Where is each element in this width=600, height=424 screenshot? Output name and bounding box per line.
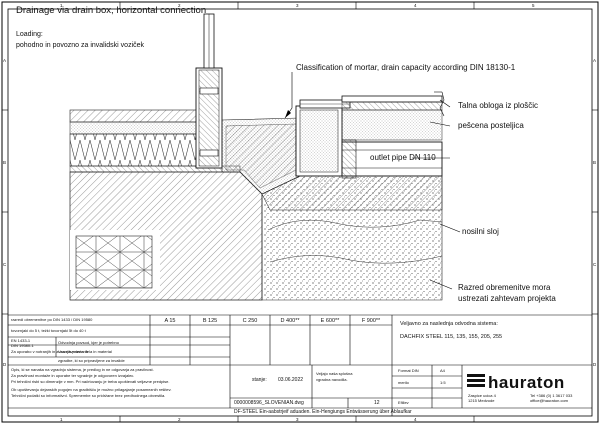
dwg-name: 0000008596_SLOVENIAN.dwg (234, 400, 304, 406)
callout-classification: Classification of mortar, drain capacity… (296, 63, 516, 72)
tb-left-r2a: EN 1433-1 (11, 338, 31, 343)
drawing-title: Drainage via drain box, horizontal conne… (16, 5, 207, 16)
class-c250: C 250 (242, 318, 258, 324)
company-address-2: 1215 Medvode (468, 398, 495, 403)
tb-note-5: Tehnični podatki so informativni. Spreme… (11, 393, 166, 398)
scale-label: merilo (398, 380, 409, 385)
class-e600: E 600** (320, 318, 340, 324)
callout-sand-bed: pešcena posteljica (458, 121, 524, 130)
grid-letter-right-c: C (593, 262, 597, 267)
grid-number-bottom-3: 3 (296, 417, 299, 422)
standards-row: razredi obremenitve po DIN 1433 / DIN 19… (11, 317, 93, 322)
grid-letter-left-c: C (3, 262, 7, 267)
tb-left-r3b: Vsa navedena dela in material (58, 349, 112, 354)
date-label: stanje: (252, 377, 267, 383)
company-email: office@hauraton.com (530, 398, 569, 403)
grid-letter-left-d: D (3, 362, 7, 367)
grid-number-top-1: 1 (60, 3, 63, 8)
tb-left-r1: tovornjaki do 5 t, težki tovornjaki 5t d… (11, 328, 86, 333)
format-value: A4 (440, 368, 445, 373)
loading-value: pohodno in povozno za invalidski voziček (16, 42, 145, 49)
hauraton-logo-icon (467, 374, 485, 387)
format-label: Format DIN (398, 368, 419, 373)
company-address-1: Zaspice ucica 4 (468, 393, 496, 398)
company-logo: hauraton (488, 373, 565, 392)
tb-left-r3a: Za uporabo v notranjih in zunanjih prost… (11, 349, 88, 354)
class-a15: A 15 (164, 318, 176, 324)
sheet-number: 12 (374, 400, 380, 406)
grid-number-bottom-4: 4 (414, 417, 417, 422)
callout-load-class-1: Razred obremenitve mora (458, 283, 551, 292)
callout-outlet: outlet pipe DN 110 (370, 153, 436, 162)
class-d400: D 400** (280, 318, 300, 324)
tb-note-2: Za pravilnost montaže in uporabe ter vgr… (11, 373, 135, 378)
callout-load-class-2: ustrezati zahtevam projekta (458, 294, 556, 303)
grid-number-top-2: 2 (178, 3, 181, 8)
valid-value: DACHFIX STEEL 115, 135, 155, 205, 255 (400, 334, 503, 340)
grid-letter-right-b: B (593, 160, 597, 165)
grid-letter-left-b: B (3, 160, 7, 165)
tb-note-4: Ob upoštevanju dejanskih pogojev na grad… (11, 387, 172, 392)
grid-number-bottom-2: 2 (178, 417, 181, 422)
date-value: 03.06.2022 (278, 377, 304, 383)
tb-left-r2b: DIN 19580-1 (11, 343, 34, 348)
tb-left-r4: zgradbe, ki so pripravljene za invalide (58, 358, 125, 363)
tb-left-r2c: Odvodnja povsod, kjer je potrebno (58, 340, 119, 345)
class-f900: F 900** (361, 318, 381, 324)
grid-number-bottom-1: 1 (60, 417, 63, 422)
grid-number-top-3: 3 (296, 3, 299, 8)
tb-note-3: Pri tehnični risbi so dimenzije v mm. Pr… (11, 379, 170, 384)
valid-label: Veljavno za naslednja odvodna sistema: (400, 321, 498, 327)
grid-letter-right-a: A (593, 58, 597, 63)
note-label-2: vgradna navodila. (316, 377, 348, 382)
company-phone: Tel +386 (0) 1 3617 033 (530, 393, 573, 398)
grid-number-top-4: 4 (414, 3, 417, 8)
tb-note-1: Opis, ki se nanaša na vgradnjo sistema, … (11, 367, 154, 372)
footer-description: DF-STEEL Ein-aabstrjeif aduaden. Ein-Hen… (234, 409, 412, 415)
loading-label: Loading: (16, 31, 43, 38)
callout-base-layer: nosilni sloj (462, 227, 499, 236)
class-b125: B 125 (202, 318, 218, 324)
grid-letter-right-d: D (593, 362, 597, 367)
note-label: Veljajo naša splošna (316, 371, 353, 376)
grid-number-top-5: 5 (532, 3, 535, 8)
grid-letter-left-a: A (3, 58, 7, 63)
scale-value: 1:5 (440, 380, 446, 385)
edit-label: Efillev (398, 400, 409, 405)
callout-floor-covering: Talna obloga iz ploščic (458, 101, 539, 110)
